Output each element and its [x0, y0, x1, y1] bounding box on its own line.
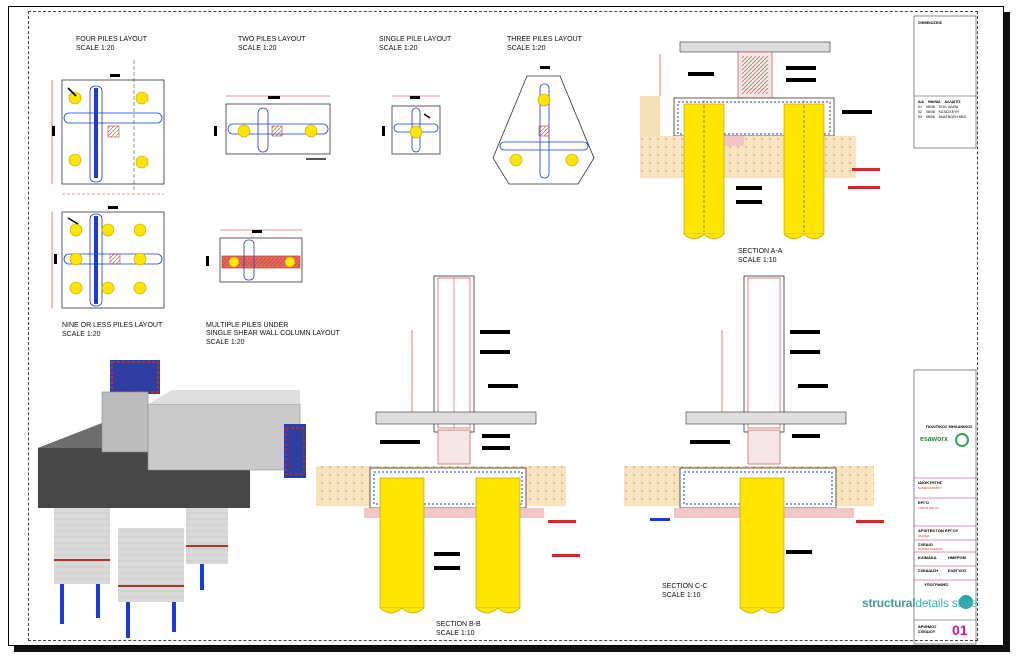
single-pile-plan — [382, 95, 441, 155]
project-label: ΕΡΓΟ — [918, 500, 929, 505]
drawn-label: ΣΧΕΔΙΑΣΗ — [918, 568, 938, 573]
caption-section-c: SECTION C-C — [662, 583, 708, 590]
caption-single-pile: SINGLE PILE LAYOUT — [379, 36, 452, 43]
section-b-b — [316, 275, 580, 614]
drawing-value: ΟΝΟΜΑ ΣΧΕΔΙΟΥ — [918, 547, 943, 551]
nine-piles-plan — [51, 206, 165, 309]
caption-section-a: SECTION A-A — [738, 248, 783, 255]
shear-wall-plan — [206, 229, 303, 283]
date-label: ΗΜΕΡΟΜ — [948, 555, 966, 560]
sheet-number-label: ΑΡΙΘΜΟΣ ΣΧΕΔΙΟΥ — [918, 624, 937, 634]
checked-label: ΕΛΕΓΧΟΣ — [948, 568, 967, 573]
caption-nine-piles: NINE OR LESS PILES LAYOUT — [62, 322, 163, 329]
brand-logo: structuraldetails store — [862, 596, 978, 610]
pile-cap-3d-render — [38, 360, 306, 638]
scale-single-pile: SCALE 1:20 — [379, 45, 418, 52]
scale-label: ΚΛΙΜΑΚΑ — [918, 555, 937, 560]
titleblock-frame — [913, 15, 977, 645]
engineer-heading: ΠΟΛΙΤΙΚΟΣ ΜΗΧΑΝΙΚΟΣ — [926, 424, 973, 429]
three-piles-plan — [492, 66, 595, 185]
scale-section-a: SCALE 1:10 — [738, 257, 777, 264]
architect-label: ΑΡΧΙΤΕΚΤΩΝ ΕΡΓΟΥ — [918, 528, 959, 533]
scale-section-c: SCALE 1:10 — [662, 592, 701, 599]
owner-value: ΝΑΜΕ ΚΑΤΟΧΟΥ — [918, 486, 942, 490]
scale-shear-wall: SCALE 1:20 — [206, 339, 245, 346]
signatures-label: ΥΠΟΓΡΑΦΕΣ — [924, 582, 949, 587]
owner-label: ΙΔΙΟΚΤΗΤΗΣ — [918, 480, 943, 485]
scale-four-piles: SCALE 1:20 — [76, 45, 115, 52]
caption-four-piles: FOUR PILES LAYOUT — [76, 36, 148, 43]
caption-section-b: SECTION B-B — [436, 621, 481, 628]
notes-heading: ΣΗΜΕΙΩΣΕΙΣ — [918, 20, 943, 25]
section-c-c — [624, 275, 884, 614]
caption-two-piles: TWO PILES LAYOUT — [238, 36, 306, 43]
sheet-number: 01 — [952, 622, 968, 638]
scale-section-b: SCALE 1:10 — [436, 630, 475, 637]
scale-two-piles: SCALE 1:20 — [238, 45, 277, 52]
section-a-a — [640, 41, 880, 240]
four-piles-plan — [51, 60, 165, 195]
drawing-label: ΣΧΕΔΙΟ — [918, 542, 933, 547]
scale-three-piles: SCALE 1:20 — [507, 45, 546, 52]
two-piles-plan — [214, 95, 331, 160]
firm-logo: esaworx — [920, 436, 949, 443]
drawing-border — [28, 11, 978, 641]
project-value: ΤΟΠΟΣ ΕΡΓΟΥ — [918, 506, 940, 510]
caption-shear-wall: MULTIPLE PILES UNDER SINGLE SHEAR WALL C… — [206, 322, 340, 337]
scale-nine-piles: SCALE 1:20 — [62, 331, 101, 338]
architect-value: ΟΝΟΜΑ — [918, 534, 930, 538]
caption-three-piles: THREE PILES LAYOUT — [507, 36, 582, 43]
